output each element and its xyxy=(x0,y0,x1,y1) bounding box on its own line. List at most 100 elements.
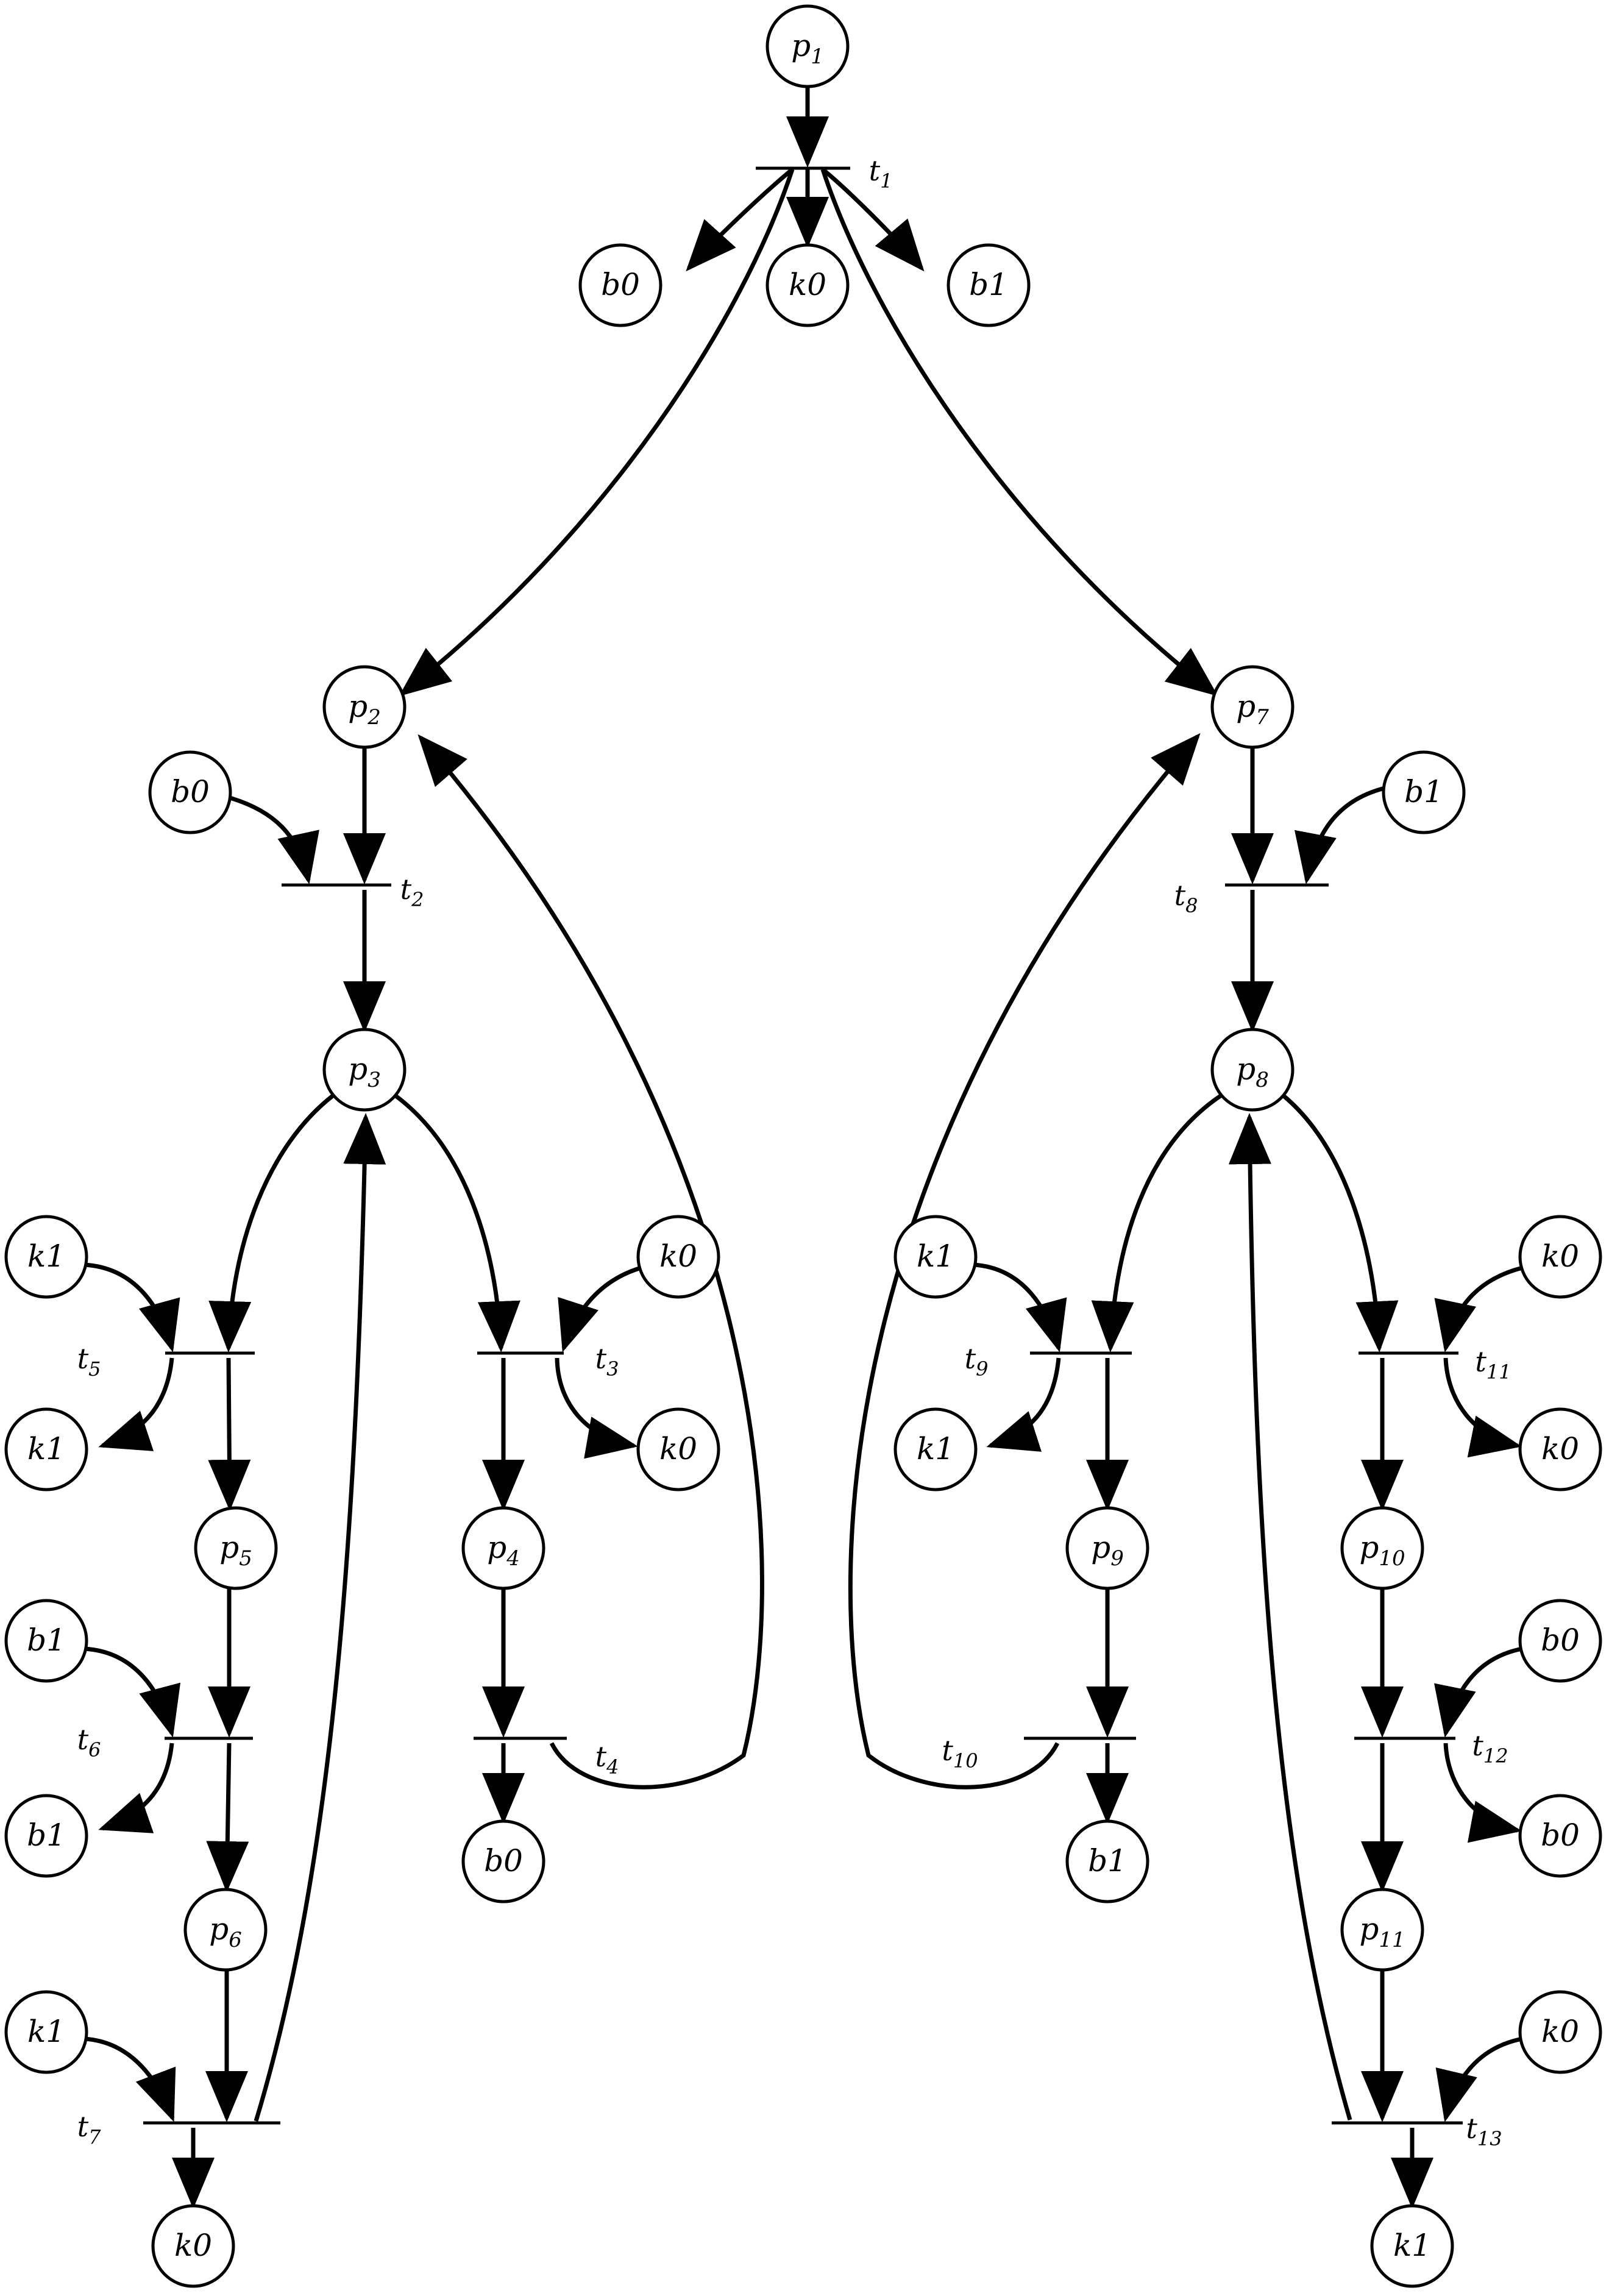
place-circle xyxy=(1518,1215,1602,1299)
place-circle xyxy=(461,1506,545,1590)
place-label: k1 xyxy=(1393,2228,1431,2263)
place-k0c: k0 xyxy=(636,1407,720,1491)
arc-p8-to-t9 xyxy=(1091,1093,1223,1352)
transition-t5: t5 xyxy=(77,1342,255,1381)
arc-k0b-to-t3 xyxy=(558,1265,642,1352)
place-p6: p6 xyxy=(183,1888,268,1972)
place-label: b0 xyxy=(171,774,210,809)
transition-label-t9: t9 xyxy=(965,1342,989,1381)
place-circle xyxy=(1065,1506,1149,1590)
transition-label-t2: t2 xyxy=(400,873,424,911)
place-circle xyxy=(1340,1888,1424,1972)
place-b1c: b1 xyxy=(4,1599,88,1683)
arc-k0d-to-t11 xyxy=(1434,1265,1523,1352)
place-circle xyxy=(183,1888,268,1972)
place-label: p4 xyxy=(487,1530,520,1571)
place-label: b0 xyxy=(1541,1818,1580,1853)
transition-label-t3: t3 xyxy=(595,1342,619,1381)
arc-t9-to-k1d xyxy=(986,1357,1061,1452)
arc-b0c-to-t12 xyxy=(1434,1646,1523,1738)
arc-t4-to-p2 xyxy=(417,734,764,1790)
place-circle xyxy=(194,1506,278,1590)
place-circle xyxy=(1518,1794,1602,1878)
place-k1f: k1 xyxy=(1370,2204,1454,2288)
place-label: p9 xyxy=(1091,1530,1124,1571)
transition-t9: t9 xyxy=(965,1342,1132,1381)
place-label: b1 xyxy=(27,1818,66,1853)
transition-t10: t10 xyxy=(942,1734,1136,1772)
place-k0f: k0 xyxy=(1518,1990,1602,2074)
place-circle xyxy=(893,1407,978,1491)
place-b1d: b1 xyxy=(4,1794,88,1878)
transition-t8: t8 xyxy=(1174,879,1329,917)
place-b0a: b0 xyxy=(578,243,662,327)
arc-t1-to-b1a xyxy=(821,168,925,272)
place-label: k0 xyxy=(659,1431,697,1466)
arc-b1b-to-t8 xyxy=(1295,785,1388,884)
place-b0d: b0 xyxy=(1518,1794,1602,1878)
transition-t12: t12 xyxy=(1354,1729,1508,1768)
transition-t1: t1 xyxy=(756,154,892,193)
place-circle xyxy=(4,1407,88,1491)
place-k1d: k1 xyxy=(893,1407,978,1491)
place-circle xyxy=(1065,1819,1149,1903)
place-circle xyxy=(765,243,850,327)
place-p8: p8 xyxy=(1210,1028,1295,1112)
place-label: p2 xyxy=(348,689,381,730)
place-label: p8 xyxy=(1236,1051,1269,1092)
place-k0e: k0 xyxy=(1518,1407,1602,1491)
place-label: k0 xyxy=(1541,1239,1579,1274)
place-p7: p7 xyxy=(1210,665,1295,749)
place-circle xyxy=(4,1215,88,1299)
place-circle xyxy=(1382,750,1466,834)
place-label: b1 xyxy=(1088,1843,1127,1878)
place-circle xyxy=(461,1819,545,1903)
place-circle xyxy=(1210,1028,1295,1112)
arc-p3-to-t5 xyxy=(208,1093,335,1352)
transition-label-t10: t10 xyxy=(942,1734,978,1772)
transition-t13: t13 xyxy=(1332,2112,1502,2150)
arc-k1a-to-t5 xyxy=(83,1262,180,1352)
place-label: k0 xyxy=(1541,1431,1579,1466)
place-p10: p10 xyxy=(1340,1506,1424,1590)
place-circle xyxy=(1518,1599,1602,1683)
transition-t11: t11 xyxy=(1359,1345,1511,1384)
place-circle xyxy=(148,750,232,834)
place-b0c: b0 xyxy=(1518,1599,1602,1683)
place-circle xyxy=(1370,2204,1454,2288)
place-p11: p11 xyxy=(1340,1888,1424,1972)
arc-t1-to-p2 xyxy=(399,168,795,697)
place-label: b0 xyxy=(484,1843,523,1878)
transition-label-t7: t7 xyxy=(77,2110,102,2149)
arc-k1e-to-t7 xyxy=(83,2036,176,2122)
arc-t12-to-b0d xyxy=(1443,1743,1522,1843)
place-circle xyxy=(765,4,850,88)
arc-t10-to-p7 xyxy=(848,733,1201,1790)
transition-t3: t3 xyxy=(477,1342,619,1381)
place-label: k0 xyxy=(1541,2014,1579,2049)
arc-t5-to-p5 xyxy=(208,1357,251,1511)
place-k0g: k0 xyxy=(151,2204,235,2288)
place-k1e: k1 xyxy=(4,1990,88,2074)
place-k0a: k0 xyxy=(765,243,850,327)
transition-label-t1: t1 xyxy=(869,154,893,193)
transition-label-t11: t11 xyxy=(1475,1345,1511,1384)
place-circle xyxy=(1210,665,1295,749)
place-circle xyxy=(1340,1506,1424,1590)
place-b0b: b0 xyxy=(148,750,232,834)
place-circle xyxy=(4,1990,88,2074)
place-k0b: k0 xyxy=(636,1215,720,1299)
place-k1a: k1 xyxy=(4,1215,88,1299)
arc-t7-to-p3 xyxy=(254,1113,386,2122)
place-label: k1 xyxy=(27,1431,65,1466)
place-p4: p4 xyxy=(461,1506,545,1590)
place-p5: p5 xyxy=(194,1506,278,1590)
arc-t6-to-p6 xyxy=(206,1743,249,1893)
place-label: p3 xyxy=(348,1051,381,1092)
arc-b0b-to-t2 xyxy=(227,795,319,884)
place-circle xyxy=(1518,1407,1602,1491)
place-p3: p3 xyxy=(322,1028,407,1112)
place-circle xyxy=(322,1028,407,1112)
